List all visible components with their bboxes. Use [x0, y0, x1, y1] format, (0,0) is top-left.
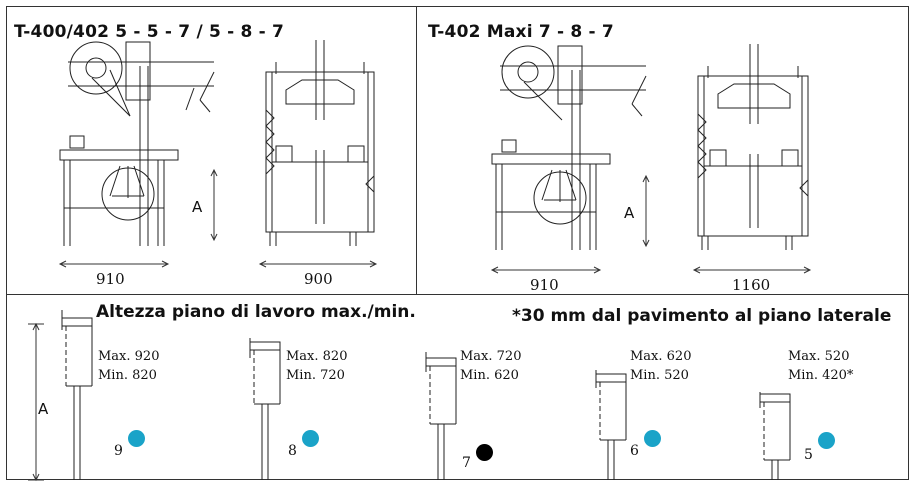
max-height-label: Max. 520 — [788, 349, 850, 364]
dimension-arrows-right — [490, 174, 812, 274]
min-height-label: Min. 820 — [98, 368, 157, 383]
floor-clearance-note: *30 mm dal pavimento al piano laterale — [512, 306, 892, 326]
width-label-left-front: 900 — [304, 270, 333, 288]
min-height-label: Min. 720 — [286, 368, 345, 383]
model-number-6: 6 — [630, 443, 639, 459]
horizontal-divider — [6, 294, 909, 295]
status-dot — [476, 444, 493, 461]
width-label-right-side: 910 — [530, 276, 559, 294]
max-height-label: Max. 920 — [98, 349, 160, 364]
vertical-divider — [416, 6, 417, 294]
max-height-label: Max. 620 — [630, 349, 692, 364]
column-9-specs: Max. 920 Min. 820 — [98, 347, 159, 385]
column-7-specs: Max. 720 Min. 620 — [460, 347, 521, 385]
height-label-bottom: A — [38, 400, 49, 418]
column-6-specs: Max. 620 Min. 520 — [630, 347, 691, 385]
height-label-left: A — [192, 198, 203, 216]
model-number-8: 8 — [288, 443, 297, 459]
model-number-5: 5 — [804, 447, 813, 463]
column-8-specs: Max. 820 Min. 720 — [286, 347, 347, 385]
status-dot — [818, 432, 835, 449]
front-view-drawing-left — [265, 40, 375, 246]
work-height-heading: Altezza piano di lavoro max./min. — [96, 302, 416, 322]
outer-frame — [6, 6, 909, 480]
height-label-right: A — [624, 204, 635, 222]
side-view-drawing-left — [59, 41, 215, 246]
top-left-title: T-400/402 5 - 5 - 7 / 5 - 8 - 7 — [14, 22, 285, 42]
width-label-right-front: 1160 — [732, 276, 771, 294]
model-number-9: 9 — [114, 443, 123, 459]
side-view-drawing-right — [491, 45, 647, 250]
column-5-specs: Max. 520 Min. 420* — [788, 347, 853, 385]
status-dot — [302, 430, 319, 447]
model-number-7: 7 — [462, 455, 471, 471]
front-view-drawing-right — [697, 44, 809, 250]
max-height-label: Max. 820 — [286, 349, 348, 364]
status-dot — [644, 430, 661, 447]
leg-profiles — [61, 310, 791, 480]
max-height-label: Max. 720 — [460, 349, 522, 364]
min-height-label: Min. 620 — [460, 368, 519, 383]
height-arrow-bottom — [28, 322, 44, 482]
width-label-left-side: 910 — [96, 270, 125, 288]
min-height-label: Min. 420* — [788, 368, 854, 383]
dimension-arrows-left — [58, 168, 378, 268]
status-dot — [128, 430, 145, 447]
top-right-title: T-402 Maxi 7 - 8 - 7 — [428, 22, 614, 42]
min-height-label: Min. 520 — [630, 368, 689, 383]
